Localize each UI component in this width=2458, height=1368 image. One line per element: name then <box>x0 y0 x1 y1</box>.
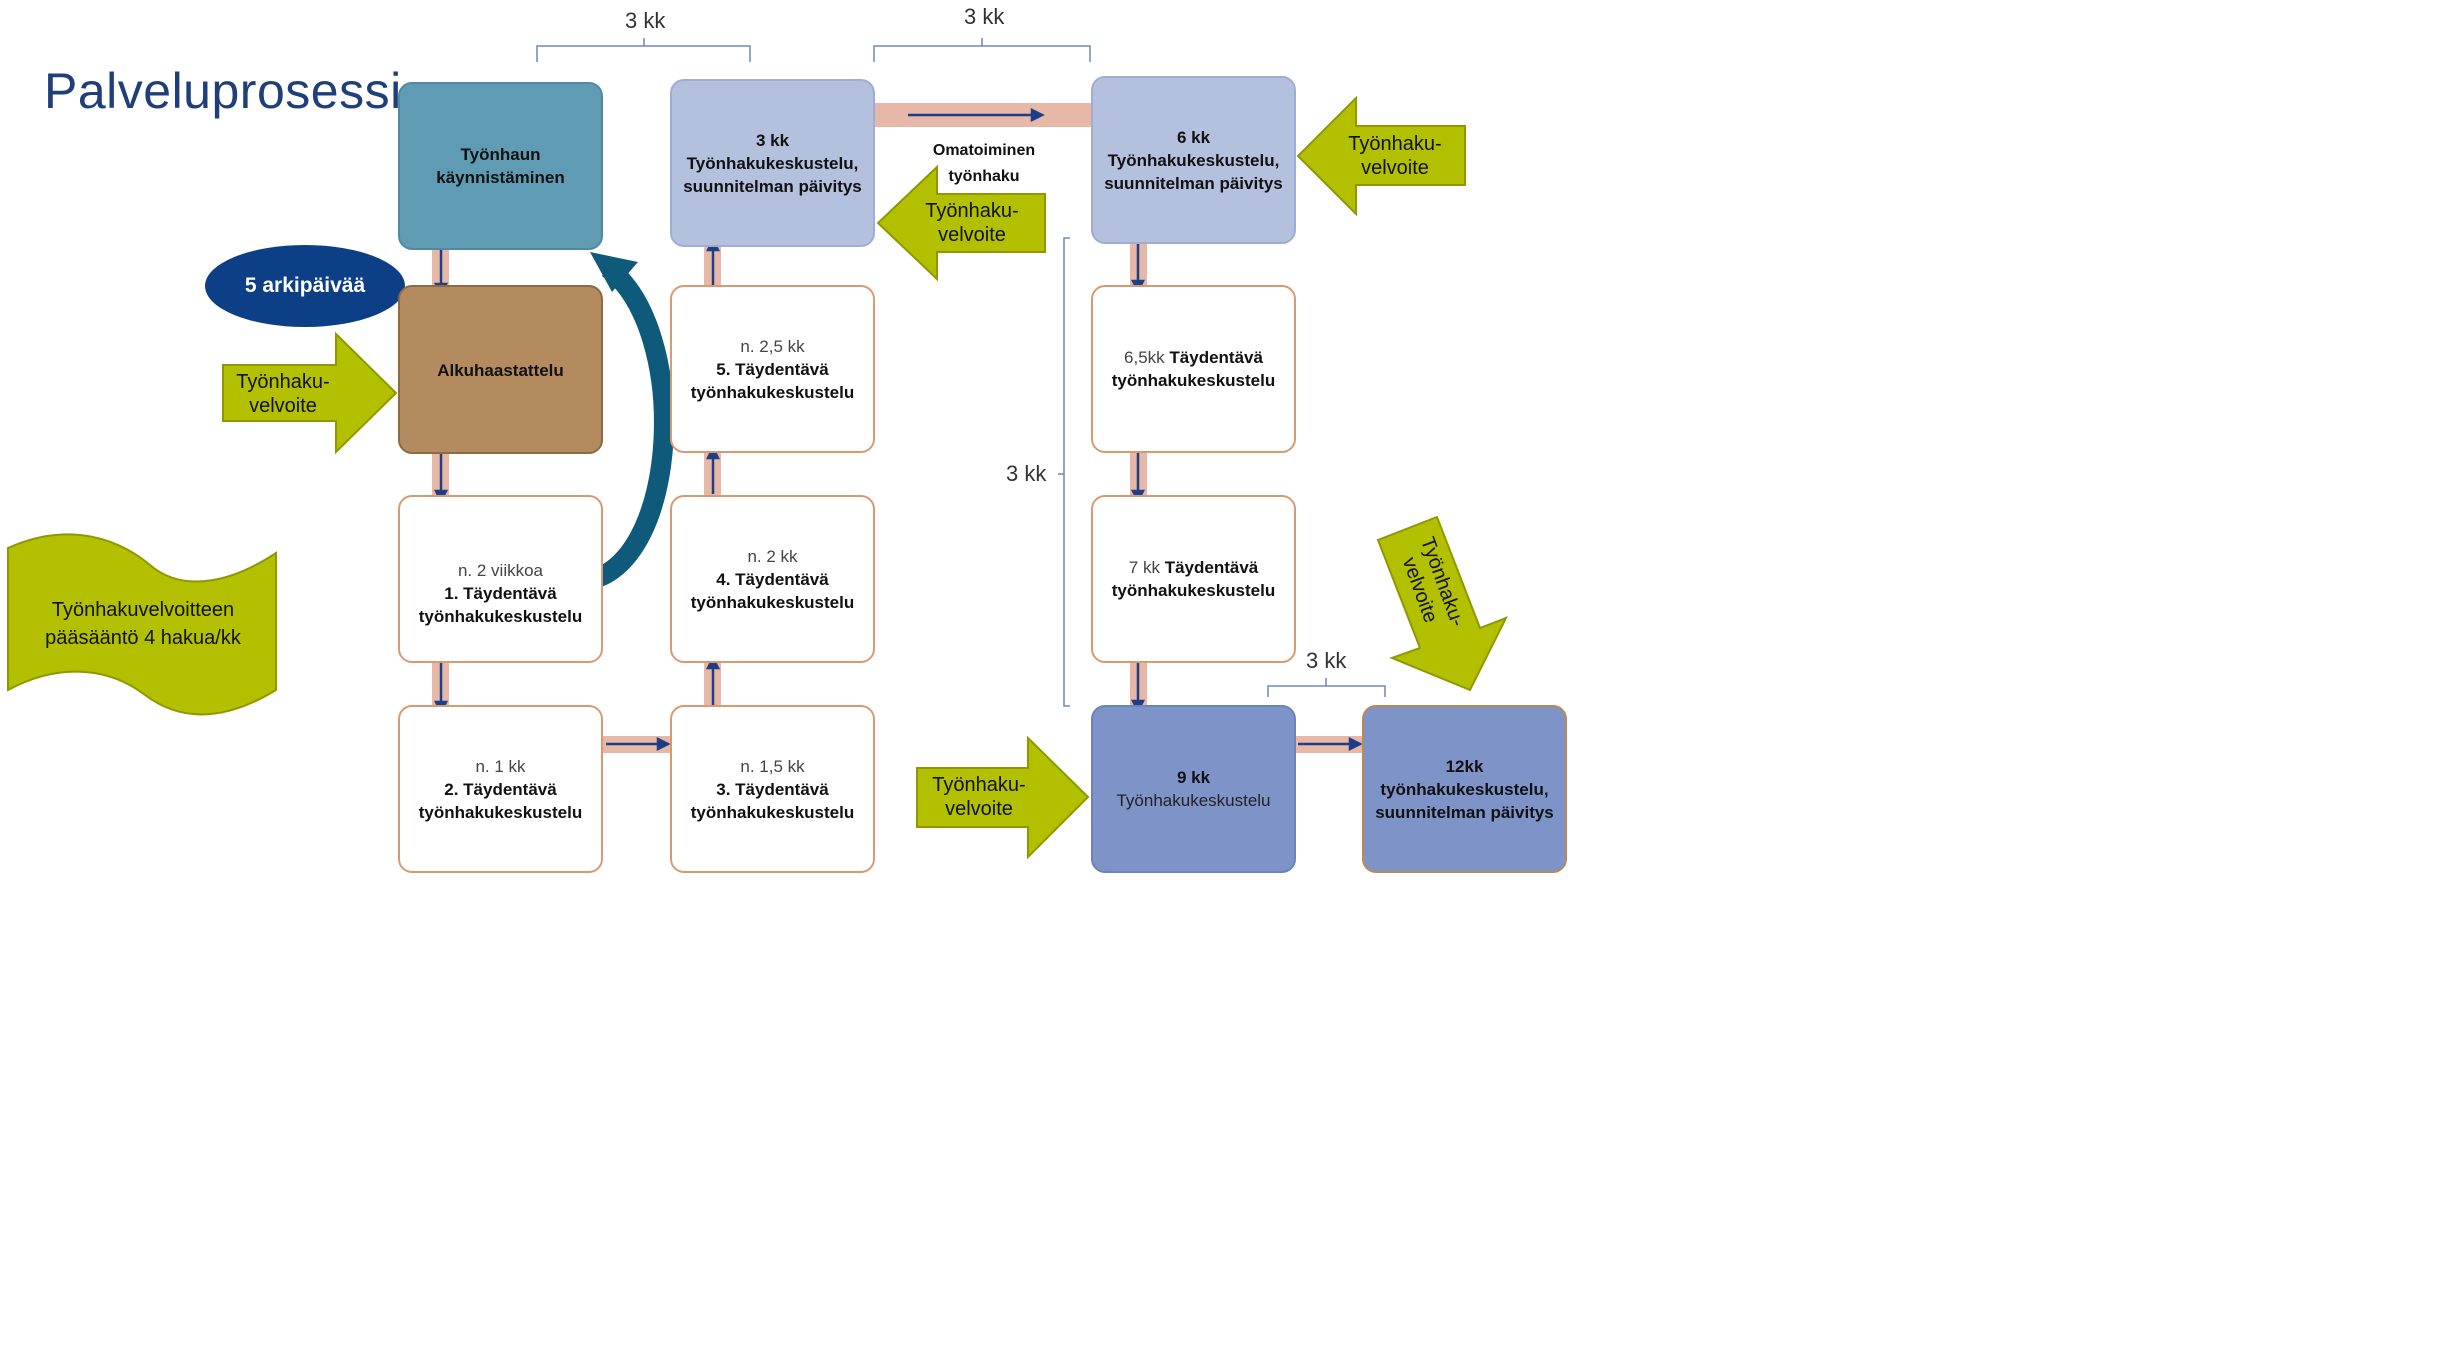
box-3kk-title: Työnhakukeskustelu, <box>686 153 859 173</box>
box-9kk-sub: Työnhakukeskustelu <box>1116 791 1271 810</box>
green-arrow-bottom <box>916 735 1090 860</box>
box-9kk-time: 9 kk <box>1176 768 1211 787</box>
box-6kk-title: Työnhakukeskustelu, <box>1107 150 1280 170</box>
box-6-5kk-time: 6,5kk <box>1124 348 1165 367</box>
velvoite-line-1: Työnhaku- <box>236 371 330 393</box>
green-arrow-left <box>222 331 398 455</box>
velvoite-line-1: Työnhaku- <box>925 200 1019 222</box>
box-6kk-sub: suunnitelman päivitys <box>1104 173 1283 193</box>
flag-text: Työnhakuvelvoitteen pääsääntö 4 hakua/kk <box>18 596 268 652</box>
bracket-bottom-right <box>1267 678 1386 697</box>
box-2-taydentava: n. 1 kk 2. Täydentävä työnhakukeskustelu <box>398 705 603 873</box>
box-12kk: 12kk työnhakukeskustelu, suunnitelman pä… <box>1362 705 1567 873</box>
bracket-label-top-right: 3 kk <box>964 4 1005 29</box>
box-6kk: 6 kk Työnhakukeskustelu, suunnitelman pä… <box>1091 76 1296 244</box>
bracket-top-left <box>536 38 751 62</box>
box-3-title: 3. Täydentävä <box>716 779 829 799</box>
box-2-sub: työnhakukeskustelu <box>418 802 583 822</box>
box-5-taydentava: n. 2,5 kk 5. Täydentävä työnhakukeskuste… <box>670 285 875 453</box>
velvoite-text-omatoiminen: Työnhaku- velvoite <box>912 199 1032 247</box>
velvoite-text-left: Työnhaku- velvoite <box>228 370 338 418</box>
box-7kk-sub: työnhakukeskustelu <box>1111 581 1276 600</box>
box-3-time: n. 1,5 kk <box>740 756 805 776</box>
box-alkuhaastattelu: Alkuhaastattelu <box>398 285 603 454</box>
box-kaynnistaminen: Työnhaun käynnistäminen <box>398 82 603 250</box>
box-3-taydentava: n. 1,5 kk 3. Täydentävä työnhakukeskuste… <box>670 705 875 873</box>
box-3kk: 3 kk Työnhakukeskustelu, suunnitelman pä… <box>670 79 875 247</box>
box-1-time: n. 2 viikkoa <box>457 560 544 580</box>
velvoite-text-bottom: Työnhaku- velvoite <box>920 773 1038 821</box>
velvoite-line-2: velvoite <box>1361 157 1429 179</box>
box-4-sub: työnhakukeskustelu <box>690 592 855 612</box>
curved-return-arrow <box>586 252 674 590</box>
velvoite-line-2: velvoite <box>249 395 317 417</box>
box-12kk-sub: suunnitelman päivitys <box>1375 802 1554 822</box>
box-6-5kk-title: Täydentävä <box>1169 348 1263 367</box>
omatoiminen-line-1: Omatoiminen <box>932 142 1036 159</box>
diagram-canvas <box>7 38 1509 860</box>
velvoite-text-right-top: Työnhaku- velvoite <box>1336 132 1454 180</box>
box-6-5kk-sub: työnhakukeskustelu <box>1111 371 1276 390</box>
five-workdays-oval: 5 arkipäivää <box>205 245 405 327</box>
green-arrow-right-top <box>1296 95 1466 217</box>
brackets <box>536 38 1386 707</box>
box-6-5kk: 6,5kk Täydentävä työnhakukeskustelu <box>1091 285 1296 453</box>
box-7kk: 7 kk Täydentävä työnhakukeskustelu <box>1091 495 1296 663</box>
bracket-top-right <box>873 38 1091 62</box>
omatoiminen-line-2: työnhaku <box>948 168 1020 185</box>
green-arrows <box>222 95 1509 860</box>
green-arrow-omatoiminen <box>876 164 1046 282</box>
omatoiminen-label: Omatoiminen työnhaku <box>924 138 1044 190</box>
box-4-time: n. 2 kk <box>747 546 798 566</box>
box-6kk-time: 6 kk <box>1176 127 1211 147</box>
box-1-sub: työnhakukeskustelu <box>418 606 583 626</box>
box-5-time: n. 2,5 kk <box>740 336 805 356</box>
green-arrow-diagonal <box>1376 515 1509 692</box>
box-4-title: 4. Täydentävä <box>716 569 829 589</box>
box-1-taydentava: n. 2 viikkoa 1. Täydentävä työnhakukesku… <box>398 495 603 663</box>
box-3kk-sub: suunnitelman päivitys <box>683 176 862 196</box>
velvoite-line-2: velvoite <box>945 798 1013 820</box>
box-kaynnistaminen-line-2: käynnistäminen <box>436 168 565 187</box>
bracket-label-right-vertical: 3 kk <box>1006 461 1047 486</box>
box-3kk-time: 3 kk <box>755 130 790 150</box>
velvoite-line-2: velvoite <box>938 224 1006 246</box>
bracket-label-bottom-right: 3 kk <box>1306 648 1347 673</box>
flag-line-1: Työnhakuvelvoitteen <box>51 599 235 621</box>
bracket-right-vertical <box>1058 237 1070 707</box>
box-12kk-title: työnhakukeskustelu, <box>1380 779 1549 799</box>
flag-line-2: pääsääntö 4 hakua/kk <box>45 627 241 649</box>
box-2-time: n. 1 kk <box>475 756 526 776</box>
box-3-sub: työnhakukeskustelu <box>690 802 855 822</box>
flag-shape <box>7 533 277 716</box>
box-alkuhaastattelu-label: Alkuhaastattelu <box>437 361 564 380</box>
velvoite-line-1: Työnhaku- <box>1348 133 1442 155</box>
box-12kk-time: 12kk <box>1445 756 1484 776</box>
box-2-title: 2. Täydentävä <box>444 779 557 799</box>
box-kaynnistaminen-line-1: Työnhaun <box>460 145 541 164</box>
velvoite-line-1: Työnhaku- <box>932 774 1026 796</box>
bracket-label-top-left: 3 kk <box>625 8 666 33</box>
page-title: Palveluprosessi <box>44 63 402 119</box>
box-5-title: 5. Täydentävä <box>716 359 829 379</box>
box-1-title: 1. Täydentävä <box>444 583 557 603</box>
box-9kk: 9 kk Työnhakukeskustelu <box>1091 705 1296 873</box>
box-7kk-time: 7 kk <box>1128 558 1160 577</box>
box-4-taydentava: n. 2 kk 4. Täydentävä työnhakukeskustelu <box>670 495 875 663</box>
box-7kk-title: Täydentävä <box>1164 558 1259 577</box>
box-5-sub: työnhakukeskustelu <box>690 382 855 402</box>
